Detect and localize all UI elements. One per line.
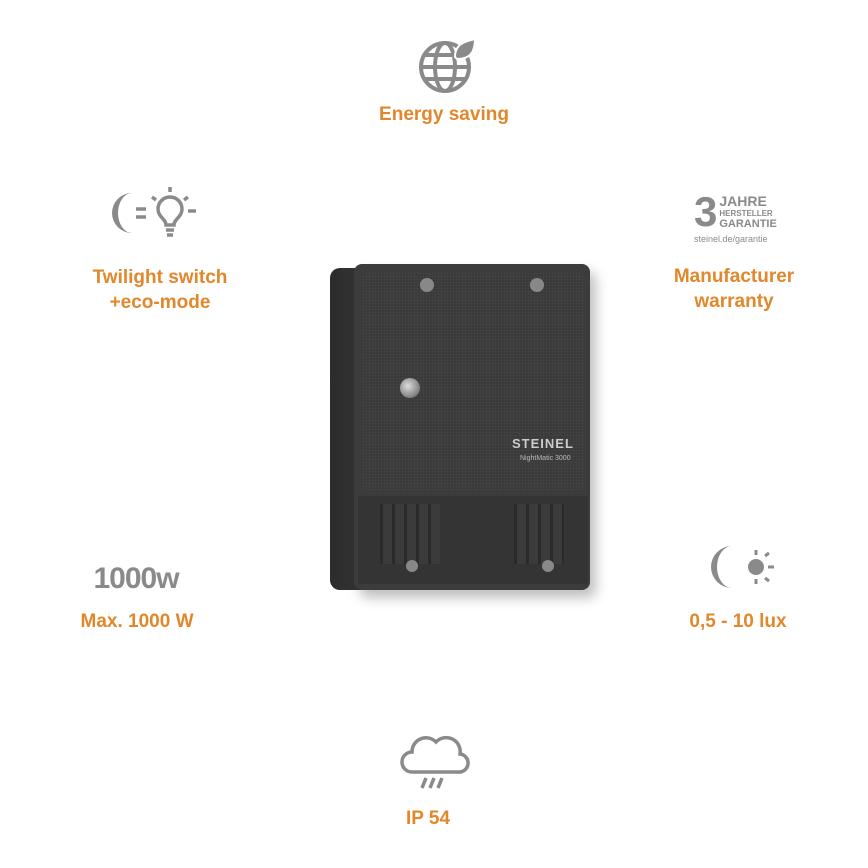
feature-max-power: Max. 1000 W <box>27 609 247 634</box>
feature-energy-saving: Energy saving <box>334 102 554 127</box>
cloud-rain-icon <box>400 735 470 789</box>
feature-label: Manufacturer warranty <box>673 266 795 312</box>
badge-line: JAHRE <box>719 193 767 209</box>
power-icon-text: 1000w <box>93 562 179 595</box>
feature-lux: 0,5 - 10 lux <box>628 609 848 634</box>
badge-number: 3 <box>694 188 718 235</box>
globe-leaf-icon <box>419 37 477 93</box>
feature-label: Max. 1000 W <box>80 611 194 632</box>
model-name: NightMatic 3000 <box>520 455 571 462</box>
feature-label: Twilight switch +eco-mode <box>92 267 228 313</box>
warranty-badge-icon: 3 JAHRE HERSTELLER GARANTIE steinel.de/g… <box>694 188 784 245</box>
brand-logo: STEINEL <box>512 436 574 451</box>
feature-label: 0,5 - 10 lux <box>689 611 787 632</box>
feature-label: IP 54 <box>405 808 451 829</box>
product-image: STEINEL NightMatic 3000 <box>322 264 592 594</box>
feature-ip-rating: IP 54 <box>318 806 538 831</box>
moon-sun-icon <box>711 546 774 588</box>
badge-url: steinel.de/garantie <box>694 234 768 244</box>
light-sensor <box>400 378 420 398</box>
moon-equals-bulb-icon <box>112 187 196 237</box>
badge-line: HERSTELLER <box>719 209 773 218</box>
badge-line: GARANTIE <box>719 218 777 230</box>
feature-twilight-switch: Twilight switch +eco-mode <box>50 265 270 315</box>
feature-label: Energy saving <box>379 104 509 125</box>
feature-warranty: Manufacturer warranty <box>624 264 844 314</box>
